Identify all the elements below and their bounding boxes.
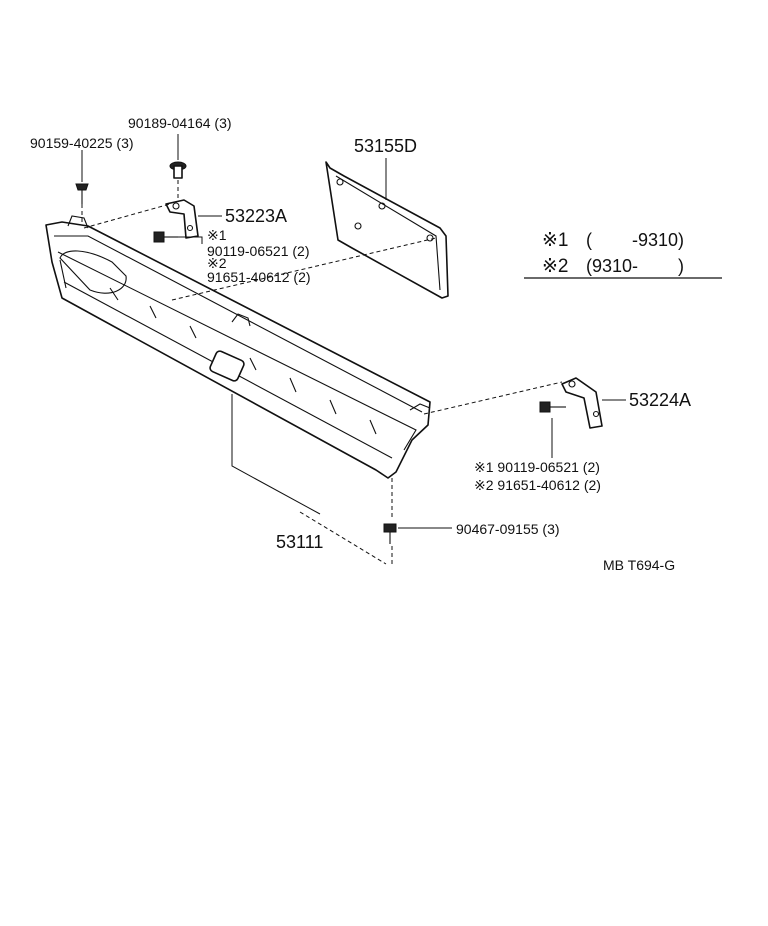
label-91651-40612-right: ※2 91651-40612 (2): [474, 477, 601, 493]
diagram-code: MB T694-G: [603, 557, 675, 573]
clip-90189-icon: [169, 134, 187, 179]
bracket-right: [561, 377, 626, 429]
label-53155D: 53155D: [354, 136, 417, 156]
label-90119-06521-right: ※1 90119-06521 (2): [474, 459, 600, 475]
grille-panel: [325, 158, 449, 299]
legend-note2-mark: ※2: [542, 256, 569, 277]
label-53111: 53111: [276, 532, 323, 552]
label-53224A: 53224A: [629, 390, 691, 410]
note2-mark-left: ※2: [207, 255, 227, 271]
legend-note2-range: (9310- ): [586, 256, 684, 276]
label-90119-06521-left: 90119-06521 (2): [207, 243, 309, 259]
bolt-left-icon: [153, 231, 203, 244]
bolt-right-icon: [539, 401, 566, 458]
note1-mark-left: ※1: [207, 227, 227, 243]
label-90467-09155: 90467-09155 (3): [456, 521, 560, 537]
grille-leader: [231, 394, 321, 515]
clip-90467-icon: [383, 523, 452, 544]
label-53223A: 53223A: [225, 206, 287, 226]
legend-note1-range: ( -9310): [586, 230, 684, 250]
label-90189-04164: 90189-04164 (3): [128, 115, 232, 131]
label-91651-40612-left: 91651-40612 (2): [207, 269, 311, 285]
screw-90159-icon: [75, 150, 89, 204]
assembly-lines: [81, 180, 563, 566]
radiator-grille: [45, 215, 431, 515]
legend-note1-mark: ※1: [542, 230, 569, 251]
label-90159-40225: 90159-40225 (3): [30, 135, 134, 151]
